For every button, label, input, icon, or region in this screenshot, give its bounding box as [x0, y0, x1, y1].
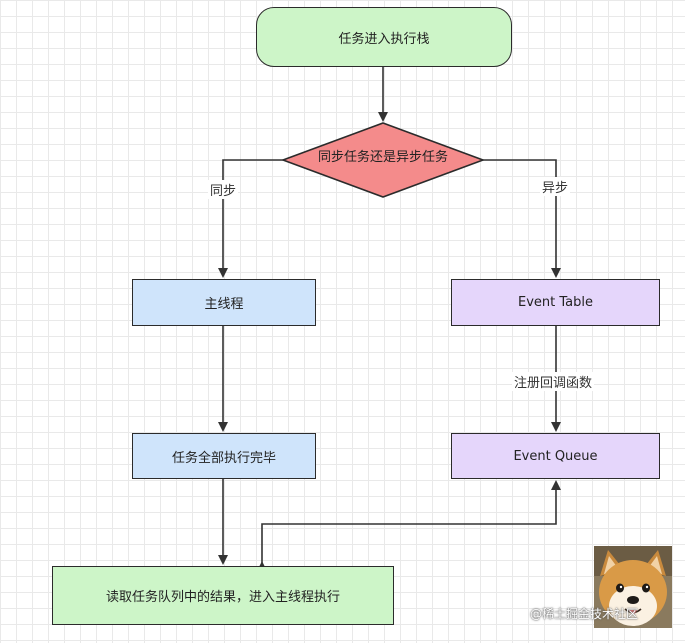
edge-read-queue	[257, 480, 561, 571]
edge-decision-main	[218, 159, 283, 278]
start-node: 任务进入执行栈	[256, 7, 512, 67]
branch-async-label: 异步	[540, 177, 571, 196]
read-results-node: 读取任务队列中的结果，进入主线程执行	[52, 566, 394, 625]
decision-label: 同步任务还是异步任务	[317, 150, 448, 165]
start-label: 任务进入执行栈	[338, 31, 430, 47]
edge-decision-table	[483, 159, 561, 278]
event-table-node: Event Table	[451, 279, 660, 326]
main-thread-node: 主线程	[132, 279, 316, 326]
event-queue-label: Event Queue	[513, 448, 598, 464]
read-results-label: 读取任务队列中的结果，进入主线程执行	[105, 590, 340, 605]
tasks-done-node: 任务全部执行完毕	[132, 433, 316, 479]
decision-diamond	[280, 122, 486, 198]
tasks-done-label: 任务全部执行完毕	[171, 450, 276, 466]
event-table-label: Event Table	[518, 295, 593, 310]
branch-sync-label: 同步	[208, 180, 239, 199]
register-callback-label: 注册回调函数	[512, 372, 595, 391]
watermark-text: @稀土掘金技术社区	[530, 607, 639, 621]
event-queue-node: Event Queue	[451, 433, 660, 479]
main-thread-label: 主线程	[204, 297, 244, 312]
shiba-dog-image	[594, 546, 672, 628]
